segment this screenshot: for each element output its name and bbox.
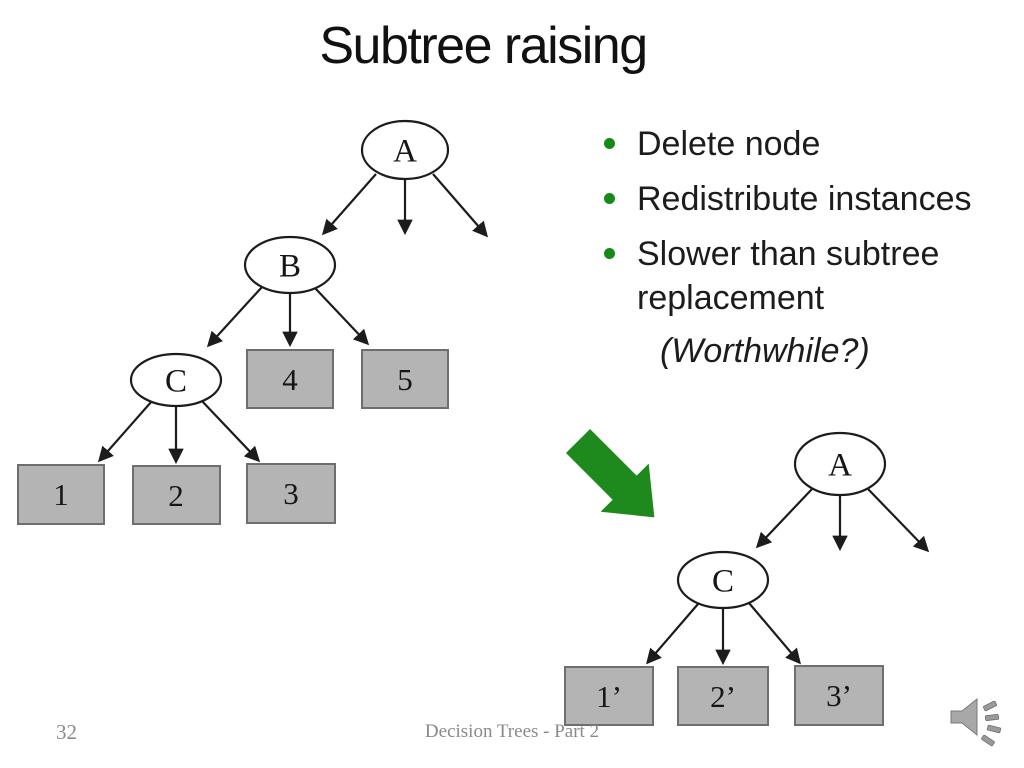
edge-a2-right [867, 488, 930, 553]
bullet-item: Slower than subtree replacement [596, 232, 982, 320]
leaf-3prime-label: 3’ [826, 678, 852, 713]
node-a-label: A [393, 134, 417, 170]
leaf-4-label: 4 [282, 362, 298, 397]
leaf-5 [361, 349, 449, 409]
edge-b-5 [314, 287, 370, 346]
node-b [243, 235, 337, 295]
edge-c-3 [200, 399, 261, 463]
node-c-label: C [165, 364, 187, 400]
edge-a-right [432, 173, 489, 238]
slide-number: 32 [56, 720, 77, 744]
edge-c2-1p [645, 603, 699, 665]
node-a2 [793, 431, 887, 497]
bullet-item: Delete node [596, 122, 982, 166]
node-b-label: B [279, 249, 301, 285]
speaker-icon[interactable] [945, 690, 1005, 750]
leaf-1prime [564, 666, 654, 726]
worthwhile-note: (Worthwhile?) [660, 332, 870, 370]
tree-before: A B C 4 5 1 2 3 [17, 119, 489, 525]
green-transform-arrow-icon [565, 428, 655, 518]
leaf-2 [132, 465, 221, 525]
edge-a-b [321, 173, 377, 236]
slide-title: Subtree raising [319, 17, 648, 75]
leaf-3prime [794, 665, 884, 726]
leaf-3 [246, 463, 336, 524]
bullet-list: Delete node Redistribute instances Slowe… [596, 122, 996, 331]
leaf-1 [17, 464, 105, 525]
edge-c2-3p [748, 602, 801, 665]
node-a [360, 119, 450, 181]
footer-deck-title: Decision Trees - Part 2 [424, 721, 600, 742]
edge-c-1 [97, 400, 153, 463]
node-c2-label: C [712, 564, 734, 600]
leaf-3-label: 3 [283, 476, 299, 511]
leaf-1prime-label: 1’ [596, 679, 622, 714]
tree-after: A C 1’ 2’ 3’ [564, 431, 930, 726]
edge-a2-c2 [755, 488, 813, 549]
node-c [129, 352, 223, 408]
leaf-1-label: 1 [53, 477, 69, 512]
leaf-4 [246, 349, 334, 409]
edge-b-c [206, 286, 263, 348]
sound-wave-ticks-icon [981, 700, 1002, 747]
leaf-2prime-label: 2’ [710, 679, 736, 714]
leaf-2prime [677, 666, 769, 726]
leaf-5-label: 5 [397, 362, 413, 397]
speaker-horn-icon [950, 697, 978, 737]
bullet-item: Redistribute instances [596, 177, 982, 221]
node-c2 [676, 550, 770, 610]
leaf-2-label: 2 [168, 478, 184, 513]
node-a2-label: A [828, 448, 852, 484]
